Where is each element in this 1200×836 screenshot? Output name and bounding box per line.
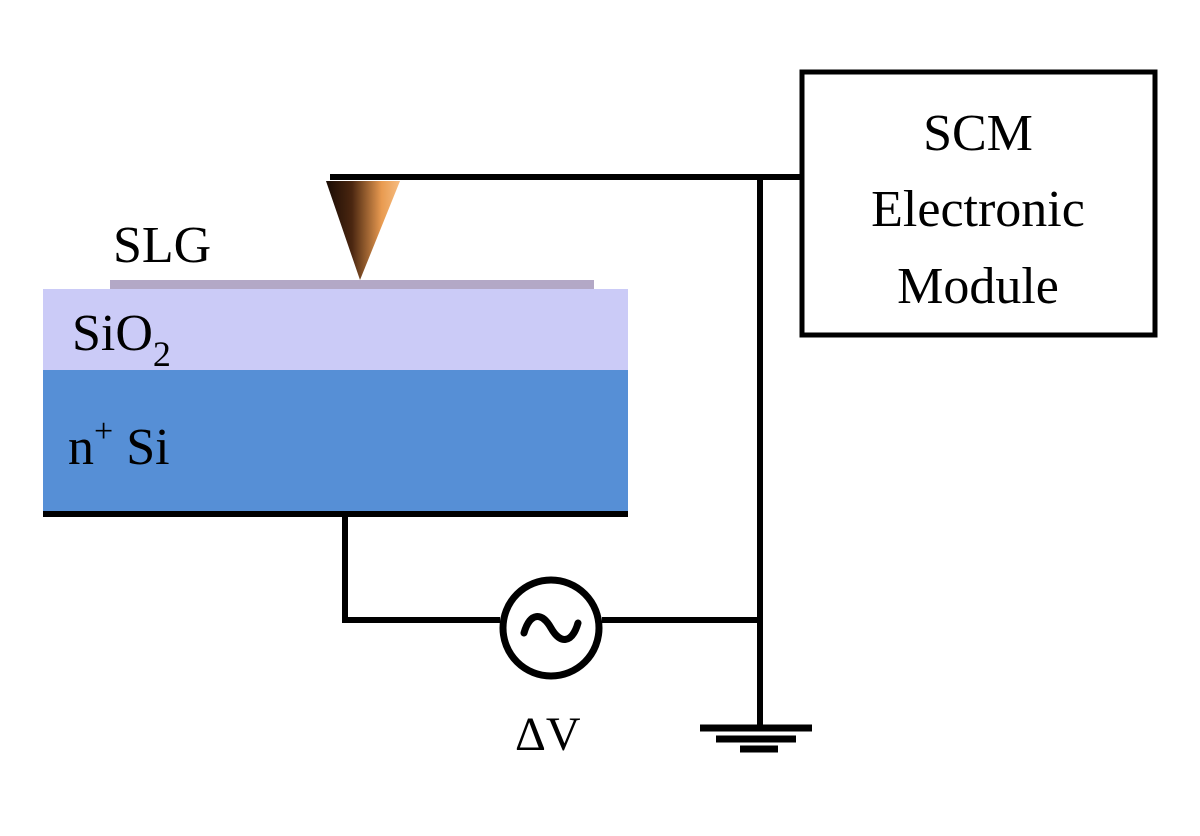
ground-icon <box>700 724 812 753</box>
scm-module-box <box>799 69 1158 338</box>
module-label-line3: Module <box>897 258 1059 315</box>
delta-v-label: ΔV <box>515 708 581 761</box>
n-si-layer <box>43 369 628 514</box>
circuit-wires <box>330 174 803 728</box>
sio2-layer <box>43 289 628 370</box>
n-si-label: n+ Si <box>68 413 170 476</box>
afm-tip-icon <box>326 181 400 280</box>
slg-label: SLG <box>113 217 211 274</box>
module-label-line2: Electronic <box>871 181 1085 238</box>
slg-layer <box>110 280 594 289</box>
sio2-label: SiO2 <box>72 305 171 374</box>
module-label-line1: SCM <box>923 105 1033 162</box>
ac-source-icon <box>499 576 603 680</box>
